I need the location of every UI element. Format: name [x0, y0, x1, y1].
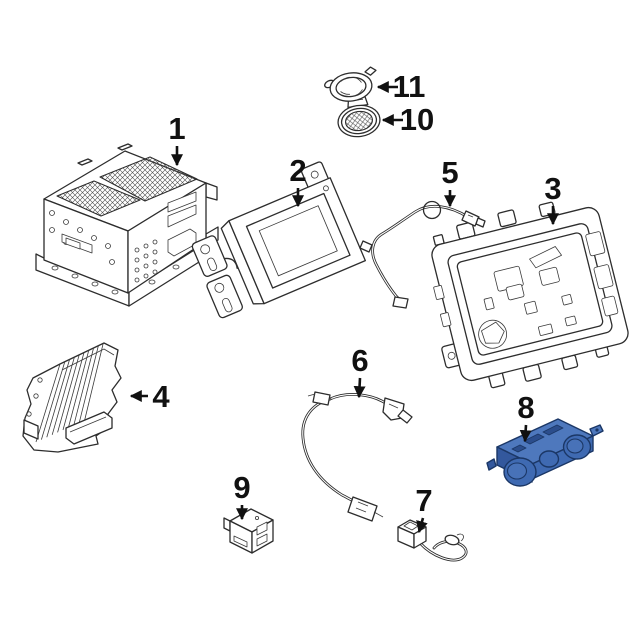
callout-6-arrow — [353, 377, 366, 399]
callout-10-number: 10 — [400, 102, 434, 137]
callout-11: 11 — [376, 69, 426, 104]
callout-6-number: 6 — [351, 343, 368, 378]
callout-3: 3 — [544, 171, 562, 226]
part-drawing-wiring-harness — [301, 391, 413, 522]
callout-8-number: 8 — [517, 390, 534, 425]
part-drawing-mounting-frame — [431, 201, 629, 389]
part-drawing-switch-module — [223, 508, 274, 554]
callout-8-arrow — [519, 424, 532, 443]
part-drawing-antenna-cable — [359, 200, 486, 309]
callout-5: 5 — [441, 155, 459, 208]
callout-4-number: 4 — [152, 379, 170, 414]
part-drawing-speaker-bracket-ring — [324, 66, 377, 102]
part-drawing-amplifier-module — [22, 342, 122, 453]
part-drawing-radio-chassis-unit — [35, 143, 219, 307]
callout-1: 1 — [168, 111, 186, 167]
callout-11-number: 11 — [393, 69, 426, 104]
part-drawing-connector-pigtail — [397, 519, 468, 562]
callout-7: 7 — [415, 483, 433, 534]
callout-3-number: 3 — [544, 171, 561, 206]
callout-2-number: 2 — [289, 153, 306, 188]
part-drawing-control-unit-highlighted — [486, 418, 604, 487]
part-drawing-display-screen-unit — [191, 161, 366, 319]
callout-8: 8 — [517, 390, 535, 443]
callout-4: 4 — [129, 379, 170, 414]
callout-9: 9 — [233, 470, 251, 521]
callout-1-number: 1 — [168, 111, 185, 146]
callout-2: 2 — [289, 153, 307, 208]
callout-7-arrow — [416, 517, 428, 534]
callout-7-number: 7 — [415, 483, 432, 518]
callout-6: 6 — [351, 343, 369, 399]
part-drawing-speaker — [337, 94, 381, 138]
callout-10: 10 — [381, 102, 434, 137]
callout-5-number: 5 — [441, 155, 458, 190]
callout-9-number: 9 — [233, 470, 250, 505]
